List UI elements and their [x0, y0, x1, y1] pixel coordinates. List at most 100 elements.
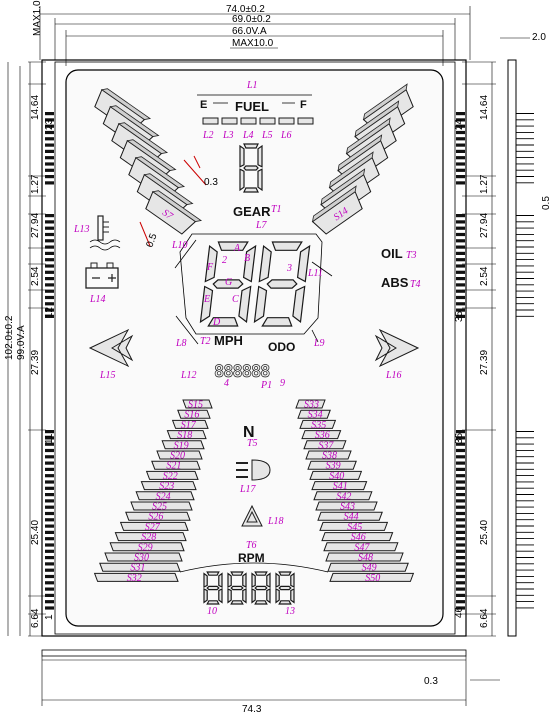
right-turn-signal: L16	[374, 328, 420, 381]
digit-segment	[203, 572, 208, 588]
seg-label-f: F	[206, 262, 214, 273]
rpm-bar-shape	[297, 409, 331, 419]
rpm-bar: S43	[315, 501, 378, 513]
dim-right-2: 1.27	[479, 174, 490, 194]
digit-segment	[230, 571, 244, 576]
dim-overall-width: 74.0±0.2	[226, 4, 265, 15]
dim-side-top: 2.0	[532, 32, 546, 43]
pin-mark	[456, 143, 465, 147]
gap-0-3: 0.3	[204, 177, 218, 188]
pin-36: 36	[454, 432, 465, 444]
fan-bar-top	[345, 117, 391, 155]
pin-12: 12	[44, 306, 55, 318]
label-T2: T2	[200, 336, 211, 347]
pin-mark	[45, 537, 54, 541]
pin-mark	[45, 436, 54, 440]
speed-digit-ones	[253, 241, 311, 327]
pin-1: 1	[44, 614, 55, 620]
rpm-bar-shape	[303, 440, 347, 450]
digit-segment	[266, 279, 298, 289]
rpm-bar: S45	[319, 521, 389, 533]
rpm-bar-label: S47	[354, 542, 370, 553]
pin-mark	[45, 518, 54, 522]
fan-bar-top	[311, 185, 357, 223]
pin-mark	[456, 442, 465, 446]
digit-segment	[230, 600, 244, 605]
fan-bar-top	[362, 83, 408, 121]
pin-mark	[45, 124, 54, 128]
pin-mark	[456, 289, 465, 293]
pin-mark	[45, 448, 54, 453]
label-L6: L6	[280, 130, 292, 141]
pin-mark	[456, 537, 465, 541]
pin-mark	[45, 562, 54, 566]
label-L18: L18	[267, 516, 284, 527]
rpm-bar-label: S46	[351, 532, 366, 543]
fuel-bar	[240, 117, 257, 125]
pin-mark	[456, 436, 465, 440]
fan-bar-top	[126, 139, 177, 171]
bottom-dimensions: 74.3 0.3	[41, 649, 500, 715]
digit-segment	[254, 571, 268, 576]
pin-mark	[45, 258, 54, 262]
digit-segment	[290, 572, 295, 588]
pin-mark	[45, 524, 54, 528]
pin-mark	[45, 568, 54, 572]
digit-segment	[257, 168, 263, 192]
rpm-display: T6 RPM 10 13	[179, 540, 329, 617]
digit-segment	[242, 588, 247, 604]
label-T5: T5	[247, 438, 258, 449]
fuel-bar	[259, 117, 276, 125]
rpm-bar-label: S27	[145, 522, 161, 533]
fuel-gauge: L1 E FUEL F L2 L3 L4 L5 L6	[197, 80, 314, 141]
dim-left-2: 1.27	[30, 174, 41, 194]
pin-mark	[45, 168, 54, 172]
pin-mark	[456, 568, 465, 572]
fan-bar-top	[134, 156, 186, 188]
rpm-bar: S21	[151, 460, 201, 472]
digit-segment	[271, 241, 303, 251]
pin-mark	[456, 606, 465, 610]
rpm-bar: S33	[295, 399, 326, 411]
pin-mark	[45, 270, 54, 274]
pin-mark	[45, 593, 54, 597]
digit-segment	[261, 317, 293, 327]
rpm-bar-label: S44	[344, 512, 359, 523]
rpm-bar: S40	[309, 470, 363, 482]
label-4: 4	[224, 378, 229, 389]
abs-text: ABS	[381, 275, 409, 290]
pin-mark	[456, 232, 465, 237]
rpm-bar: S23	[140, 481, 197, 492]
pin-mark	[45, 442, 54, 446]
digit-segment	[254, 600, 268, 605]
rpm-bar-label: S40	[329, 471, 344, 482]
pin-mark	[456, 245, 465, 249]
pin-mark	[45, 214, 54, 218]
dim-right-1: 14.64	[479, 95, 490, 120]
rpm-bar-shape	[161, 440, 205, 450]
pin-mark	[45, 543, 54, 547]
digit-segment	[254, 585, 268, 591]
pin-mark	[456, 448, 465, 453]
right-arrow-icon	[374, 328, 420, 368]
fan-bar-top	[109, 105, 160, 137]
label-L15: L15	[99, 370, 116, 381]
fan-bar-top	[143, 173, 194, 205]
pin-mark	[45, 606, 54, 610]
label-L9: L9	[313, 338, 325, 349]
rpm-bar-label: S26	[148, 512, 163, 523]
rpm-bar-label: S25	[152, 502, 167, 513]
rpm-bar: S27	[119, 521, 189, 533]
pin-mark	[456, 258, 465, 262]
rpm-bar-label: S24	[156, 491, 171, 502]
pin-mark	[456, 112, 465, 116]
pin-mark	[456, 505, 465, 509]
digit-segment	[251, 588, 256, 604]
pin-mark	[45, 156, 54, 160]
pin-mark	[45, 467, 54, 471]
pin-mark	[456, 474, 465, 478]
dim-right-6: 25.40	[479, 520, 490, 545]
fan-bar: S7	[145, 190, 203, 235]
digit-segment	[206, 585, 220, 591]
label-L12: L12	[180, 370, 197, 381]
